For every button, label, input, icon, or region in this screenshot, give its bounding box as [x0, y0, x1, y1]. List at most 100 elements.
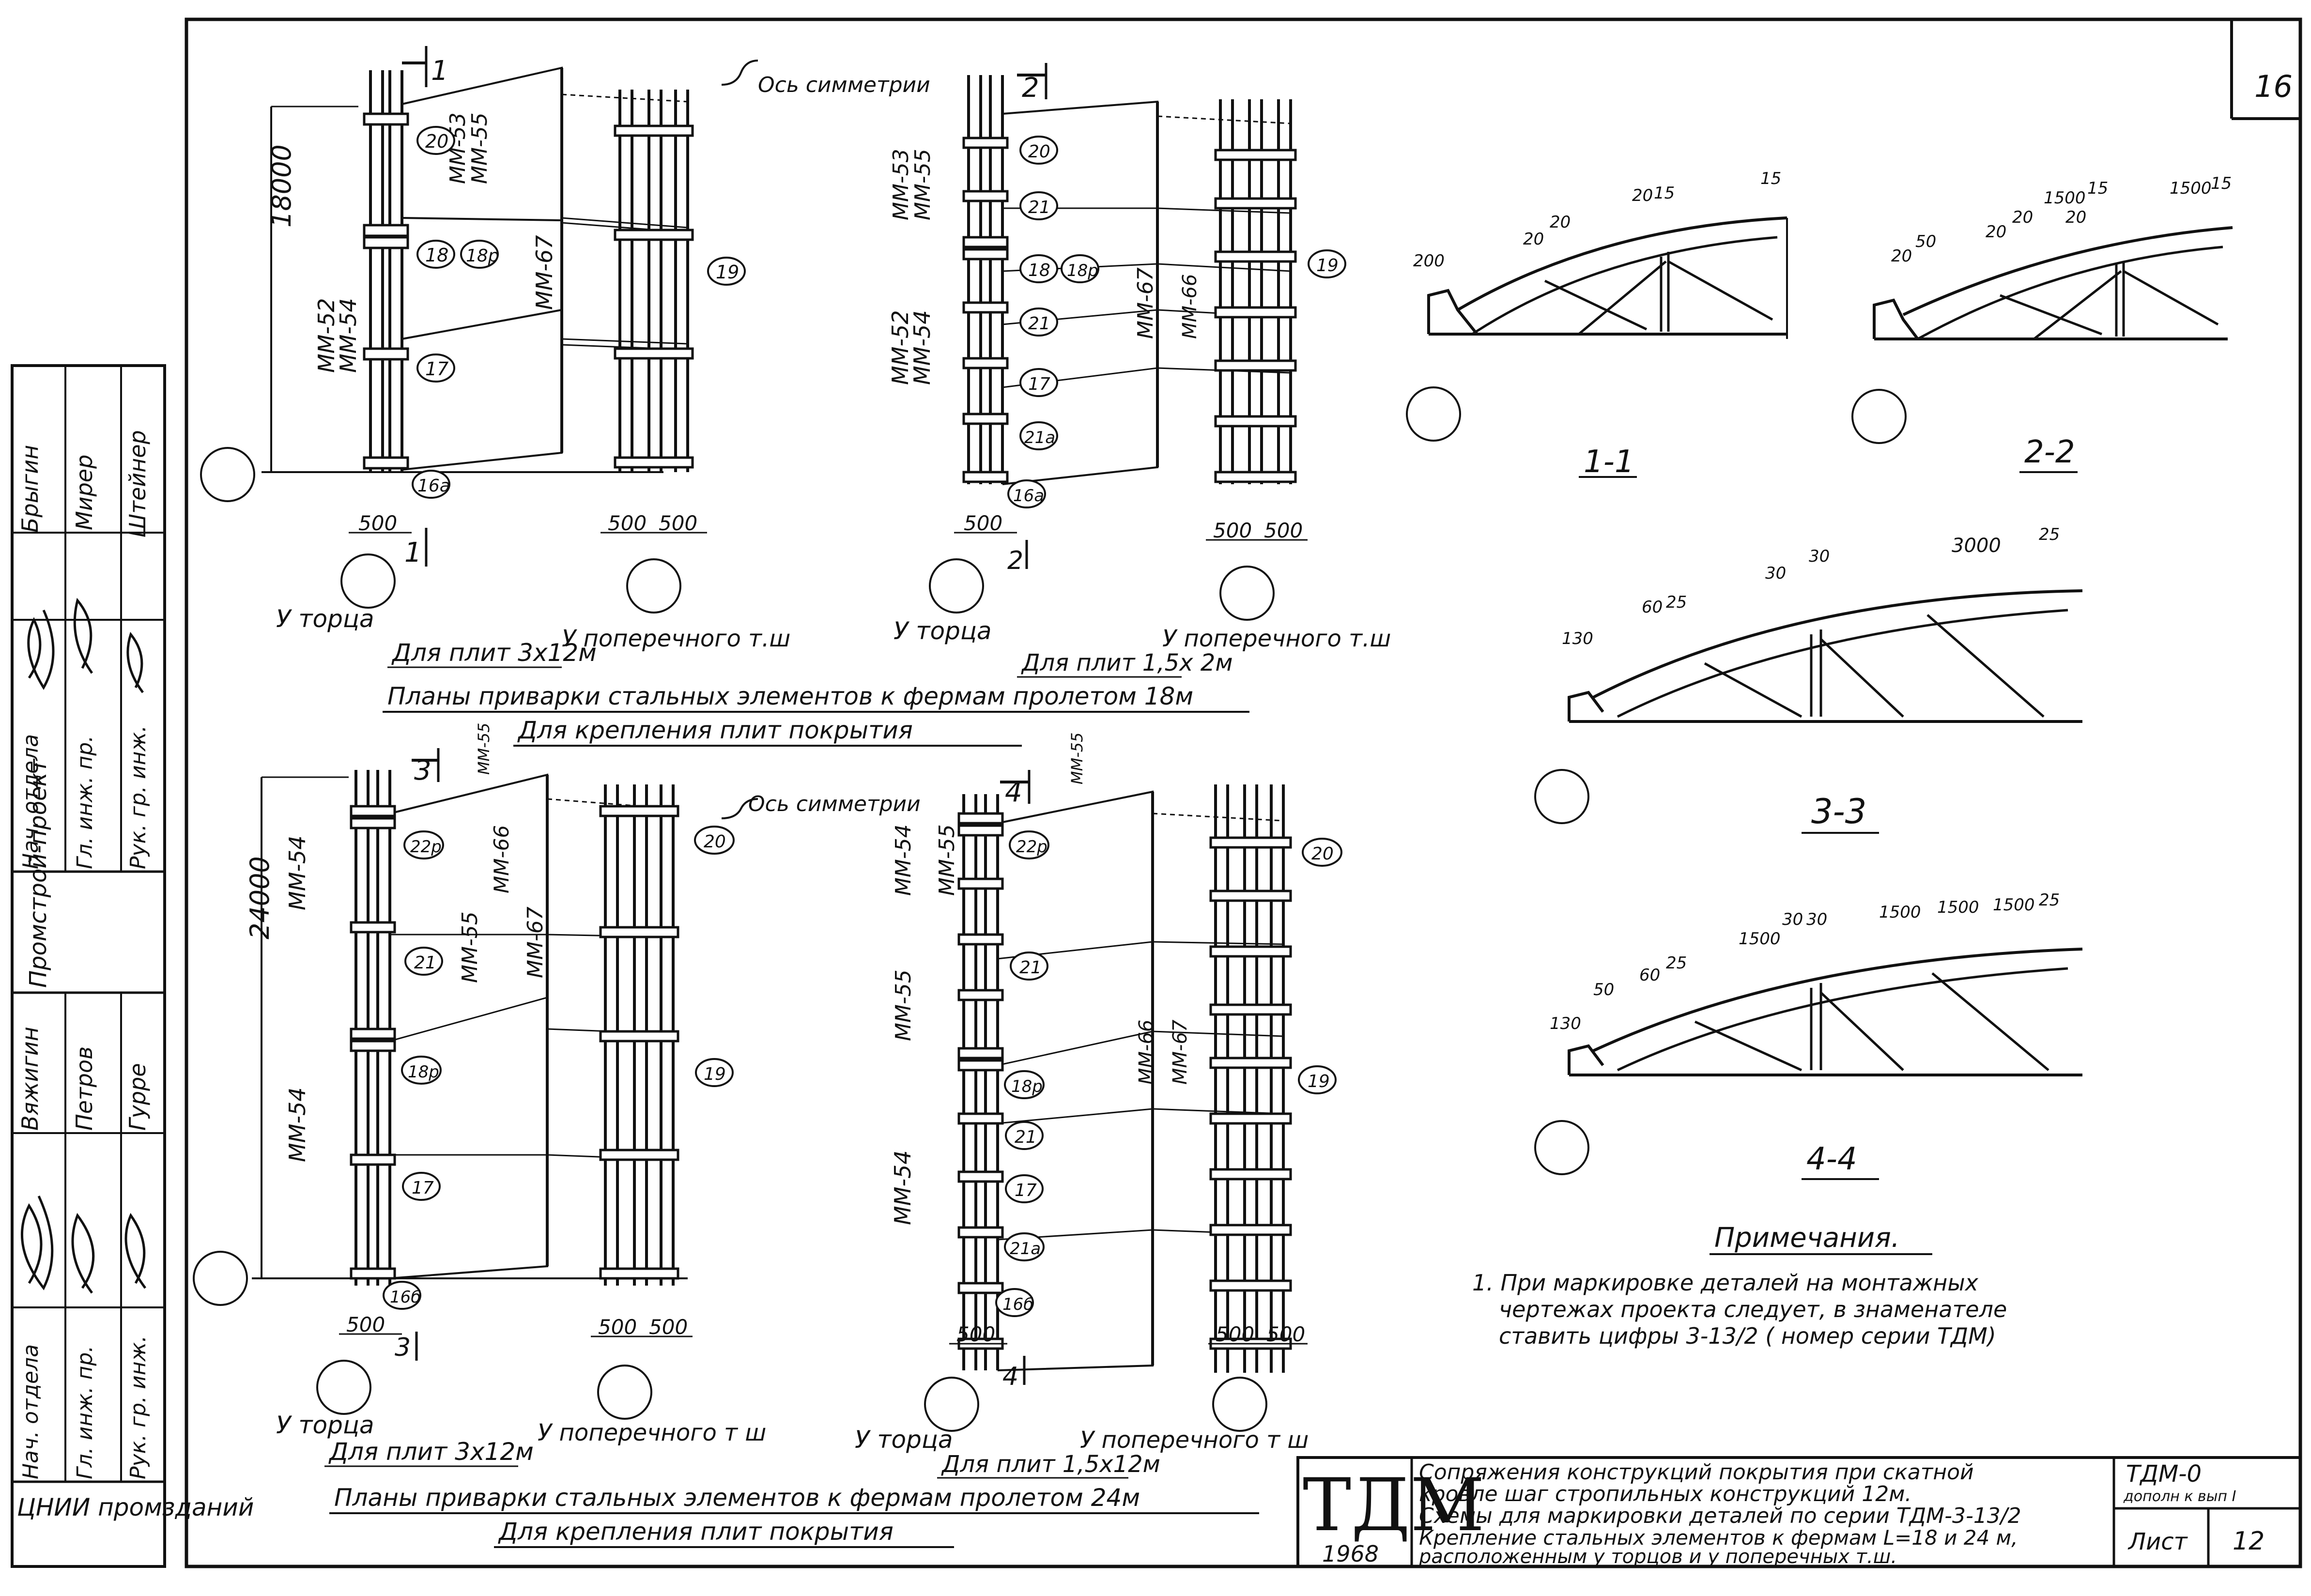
svg-text:ММ-54: ММ-54: [284, 1087, 310, 1162]
svg-text:4: 4: [1002, 1362, 1018, 1391]
section-2-2: 2-2 20 50 20 20 1500 15 20 1500 15: [1851, 174, 2233, 473]
svg-text:500: 500: [1213, 519, 1252, 542]
dim-18000: 18000: [266, 144, 297, 228]
stamp-name-5: Петров: [71, 1046, 97, 1131]
svg-text:ММ-54: ММ-54: [890, 1150, 916, 1225]
svg-text:ММ-67: ММ-67: [531, 235, 557, 310]
svg-text:1500: 1500: [1739, 929, 1781, 949]
stamp-name-2: Мирер: [71, 455, 97, 530]
svg-text:15: 15: [1760, 169, 1781, 188]
svg-text:21: 21: [1028, 198, 1050, 217]
sheet-frame: [185, 17, 2302, 1568]
svg-text:2: 2: [1007, 546, 1023, 575]
caption-plit-24-left: Для плит 3х12м: [328, 1438, 534, 1466]
svg-text:18: 18: [1028, 261, 1050, 280]
heading-18-1: Планы приварки стальных элементов к ферм…: [387, 682, 1193, 710]
svg-text:21: 21: [414, 953, 436, 973]
section-4-4: 4-4 130 50 60 25 1500 30 30 1500 1500 15…: [1534, 890, 2083, 1180]
svg-text:17: 17: [1028, 374, 1050, 394]
svg-text:15: 15: [1654, 184, 1675, 203]
svg-text:30: 30: [1806, 910, 1827, 929]
svg-text:3: 3: [395, 1333, 411, 1362]
svg-text:500: 500: [956, 1322, 995, 1346]
plan-24-left: 24000 ММ-54 ММ-55 ММ-66 ММ-67 ММ-54 22р …: [193, 723, 766, 1467]
svg-text:18р: 18р: [1011, 1077, 1043, 1096]
svg-text:1-1: 1-1: [1584, 444, 1634, 480]
svg-text:ММ-52: ММ-52: [887, 310, 913, 385]
svg-text:500: 500: [608, 511, 647, 535]
svg-text:3000: 3000: [1952, 535, 2001, 557]
svg-text:17: 17: [412, 1178, 434, 1198]
svg-text:20: 20: [2012, 208, 2033, 227]
svg-text:ММ-55: ММ-55: [475, 723, 493, 775]
svg-text:2: 2: [1022, 72, 1039, 104]
title-line-5: расположенным у торцов и у поперечных т.…: [1418, 1546, 1897, 1568]
stamp-role-6: Рук. гр. инж.: [126, 1335, 151, 1479]
svg-text:30: 30: [1765, 564, 1786, 583]
title-block: ТДМ 1968 Сопряжения конструкций покрытия…: [1296, 1456, 2302, 1568]
heading-24-1: Планы приварки стальных элементов к ферм…: [334, 1484, 1140, 1512]
svg-text:2-2: 2-2: [2024, 434, 2075, 470]
svg-text:20: 20: [1523, 230, 1544, 249]
svg-text:4: 4: [1005, 777, 1022, 808]
note-line-3: ставить цифры 3-13/2 ( номер серии ТДМ): [1499, 1323, 1996, 1349]
tdm-logo: ТДМ: [1303, 1463, 1485, 1548]
svg-text:18р: 18р: [408, 1062, 439, 1082]
svg-text:16б: 16б: [390, 1288, 421, 1307]
title-line-3: Схемы для маркировки деталей по серии ТД…: [1419, 1504, 2021, 1528]
svg-text:1: 1: [431, 55, 448, 87]
svg-text:ММ-66: ММ-66: [1179, 274, 1201, 339]
svg-text:21: 21: [1028, 314, 1050, 334]
svg-text:20: 20: [2065, 208, 2086, 227]
plan-18-left: 18000 ММ-52 ММ-54 ММ-53 ММ-55 ММ-67 20 1…: [200, 46, 930, 668]
svg-text:500: 500: [649, 1315, 688, 1339]
title-line-2: кровле шаг стропильных конструкций 12м.: [1419, 1482, 1911, 1506]
series-sub: дополн к вып I: [2123, 1488, 2236, 1505]
svg-text:ММ-55: ММ-55: [467, 112, 492, 184]
note-line-2: чертежах проекта следует, в знаменателе: [1499, 1296, 2007, 1322]
caption-torc-18: У торца: [276, 605, 374, 633]
svg-text:19: 19: [704, 1064, 726, 1084]
svg-text:У поперечного т ш: У поперечного т ш: [538, 1419, 766, 1446]
svg-text:50: 50: [1915, 232, 1936, 251]
svg-text:ММ-67: ММ-67: [523, 906, 548, 978]
svg-text:17: 17: [1015, 1181, 1037, 1200]
stamp-name-3: Штейнер: [124, 430, 151, 537]
caption-plit-18-left: Для плит 3х12м: [391, 639, 597, 667]
dim-24000: 24000: [245, 856, 275, 939]
svg-text:ММ-67: ММ-67: [1133, 267, 1158, 339]
svg-text:500: 500: [598, 1315, 637, 1339]
section-1-1: 1-1 200 20 20 20 15 15: [1406, 169, 1788, 480]
svg-text:20: 20: [1550, 213, 1571, 232]
svg-text:16а: 16а: [417, 476, 450, 496]
svg-text:500: 500: [358, 511, 397, 535]
stamp-org-bottom: ЦНИИ промзданий: [17, 1493, 254, 1521]
stamp-role-1: Нач. отдела: [18, 734, 43, 869]
svg-text:500: 500: [1264, 519, 1303, 542]
svg-text:50: 50: [1593, 980, 1614, 999]
svg-text:19: 19: [1308, 1072, 1330, 1091]
svg-text:ММ-55: ММ-55: [458, 911, 482, 983]
svg-text:У поперечного т.ш: У поперечного т.ш: [1162, 625, 1391, 652]
svg-text:20: 20: [1028, 142, 1050, 162]
svg-text:3: 3: [414, 755, 431, 786]
plan-18-right: ММ-53 ММ-55 ММ-52 ММ-54 ММ-67 ММ-66 20 2…: [887, 63, 1391, 678]
svg-text:ММ-66: ММ-66: [1135, 1020, 1157, 1085]
axis-symmetry-label-1: Ось симметрии: [758, 73, 930, 97]
svg-text:ММ-53: ММ-53: [889, 149, 913, 220]
svg-text:22р: 22р: [1016, 837, 1048, 857]
svg-text:ММ-55: ММ-55: [910, 149, 935, 220]
stamp-role-4: Нач. отдела: [18, 1344, 43, 1479]
svg-text:17: 17: [425, 358, 448, 380]
sheet-label: Лист: [2127, 1528, 2188, 1555]
svg-text:30: 30: [1782, 910, 1803, 929]
svg-text:20: 20: [704, 832, 726, 852]
stamp-role-5: Гл. инж. пр.: [73, 1346, 97, 1479]
svg-text:25: 25: [1666, 953, 1687, 973]
axis-symmetry-label-2: Ось симметрии: [748, 792, 921, 816]
svg-text:15: 15: [2087, 179, 2108, 198]
svg-text:20: 20: [1986, 222, 2006, 242]
notes-heading: Примечания.: [1714, 1222, 1900, 1254]
sheet-ref: 12: [2233, 1527, 2265, 1556]
title-line-4: Крепление стальных элементов к фермам L=…: [1419, 1526, 2018, 1550]
